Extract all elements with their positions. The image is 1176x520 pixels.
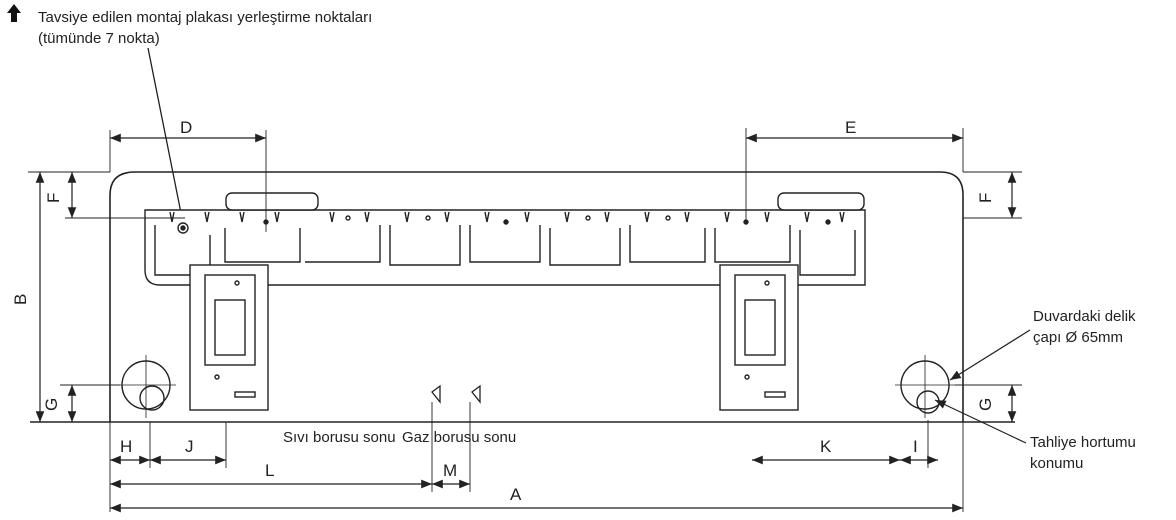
mounting-plate <box>144 192 866 286</box>
dimension-label-e: E <box>845 118 856 137</box>
dimension-label-j: J <box>185 437 194 456</box>
gas-pipe-end-marker <box>471 384 481 404</box>
dimension-label-m: M <box>443 461 457 480</box>
dimension-label-g-right: G <box>976 398 995 411</box>
liquid-pipe-label: Sıvı borusu sonu <box>283 429 396 446</box>
leader-line-placement <box>147 47 183 219</box>
dimension-label-f-right: F <box>976 193 995 203</box>
right-wall-hole <box>895 355 955 418</box>
dimension-label-k: K <box>820 437 832 456</box>
liquid-pipe-end-marker <box>431 384 441 404</box>
wall-hole-label-line1: Duvardaki delik <box>1033 308 1136 325</box>
dimension-arrows <box>35 133 1017 513</box>
dimension-label-h: H <box>120 437 132 456</box>
wall-hole-label-line2: çapı Ø 65mm <box>1033 329 1123 346</box>
drain-hose-label-line2: konumu <box>1030 455 1083 472</box>
gas-pipe-label: Gaz borusu sonu <box>402 429 516 446</box>
up-arrow-icon <box>7 4 21 22</box>
header-line2: (tümünde 7 nokta) <box>38 30 160 47</box>
indoor-unit-outline <box>109 171 964 422</box>
drain-hose-label-line1: Tahliye hortumu <box>1030 434 1136 451</box>
dimension-label-i: I <box>913 437 918 456</box>
right-hanger-bracket <box>719 264 799 411</box>
leader-line-wall-hole <box>949 329 1031 381</box>
extension-lines <box>28 128 1022 512</box>
dimension-label-g-left: G <box>42 398 61 411</box>
header-line1: Tavsiye edilen montaj plakası yerleştirm… <box>38 9 372 26</box>
dimension-label-f-left: F <box>44 193 63 203</box>
left-hanger-bracket <box>189 264 269 411</box>
dimension-label-a: A <box>510 485 522 504</box>
dimension-label-d: D <box>180 118 192 137</box>
dimension-label-l: L <box>265 461 274 480</box>
dimension-label-b: B <box>11 294 30 305</box>
leader-line-drain-hose <box>934 399 1027 444</box>
left-wall-hole <box>116 355 176 418</box>
